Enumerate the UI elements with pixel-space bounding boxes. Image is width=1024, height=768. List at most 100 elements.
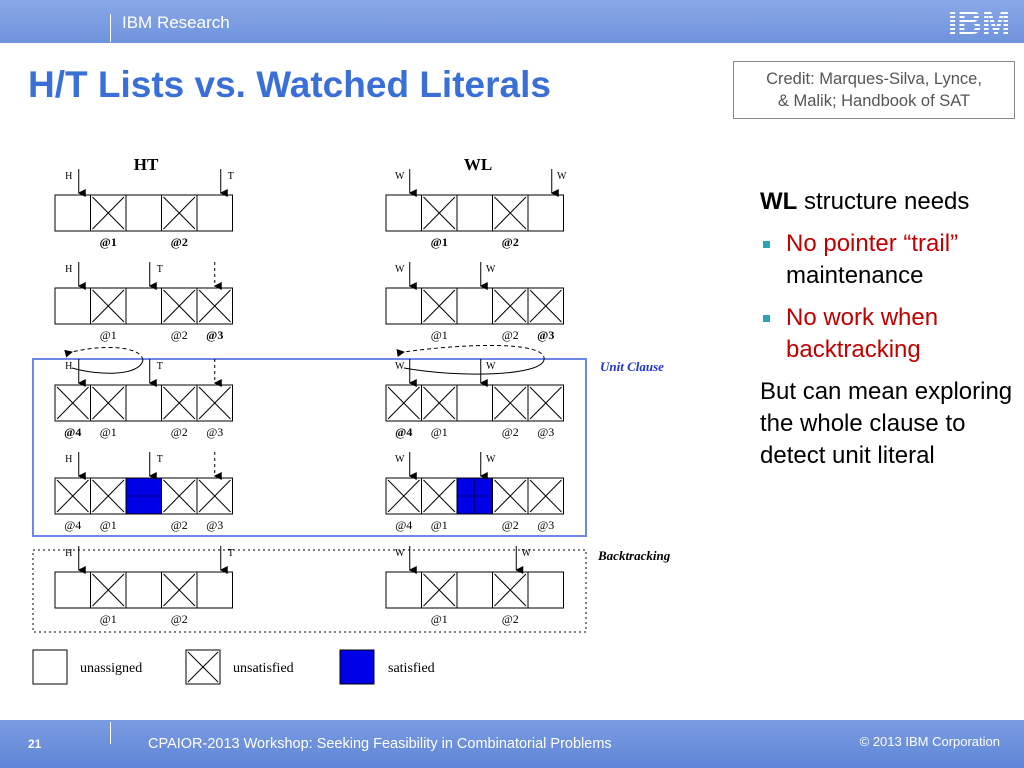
clause-cell — [385, 571, 422, 609]
cell-cross — [92, 386, 125, 420]
cell-cross — [529, 479, 562, 513]
clause-cell — [125, 571, 162, 609]
footer-text: CPAIOR-2013 Workshop: Seeking Feasibilit… — [148, 736, 612, 752]
logo-text: IBM — [948, 4, 1010, 40]
pointer-label: H — [65, 548, 72, 559]
watch-move-arrow — [396, 344, 545, 361]
pointer-label: W — [557, 171, 567, 182]
decision-level: @1 — [431, 328, 448, 342]
pointer-label: H — [65, 171, 72, 182]
decision-level: @3 — [537, 425, 554, 439]
pointer-label: H — [65, 454, 72, 465]
decision-level: @1 — [100, 612, 117, 626]
ht-title: HT — [134, 155, 159, 174]
cell-cross — [163, 289, 196, 323]
top-bar: IBM Research IBM — [0, 0, 1024, 43]
pointer-label: W — [395, 454, 405, 465]
pointer-label: H — [65, 361, 72, 372]
explore-paragraph: But can mean exploring the whole clause … — [760, 378, 1013, 469]
clause-cell — [527, 571, 564, 609]
decision-level: @1 — [431, 425, 448, 439]
pointer-label: W — [395, 264, 405, 275]
bullet-no-trail-rest: maintenance — [786, 262, 924, 289]
decision-level: @2 — [502, 425, 519, 439]
clause-cell — [527, 194, 564, 232]
wl-notes: WL structure needs No pointer “trail”mai… — [760, 186, 1020, 472]
clause-cell — [385, 287, 422, 325]
clause-cell — [456, 571, 493, 609]
decision-level: @2 — [171, 612, 188, 626]
cell-cross — [387, 386, 420, 420]
clause-cell — [196, 194, 233, 232]
cell-cross — [198, 479, 231, 513]
copyright: © 2013 IBM Corporation — [859, 734, 1000, 749]
decision-level: @2 — [171, 235, 188, 249]
clause-cell — [125, 384, 162, 422]
cell-cross — [92, 196, 125, 230]
backtracking-box — [32, 549, 587, 633]
decision-level: @2 — [502, 612, 519, 626]
cell-cross — [494, 386, 527, 420]
clause-cell — [196, 571, 233, 609]
pointer-label: W — [486, 264, 496, 275]
decision-level: @3 — [206, 518, 223, 532]
clause-cell — [54, 571, 91, 609]
pointer-label: W — [486, 454, 496, 465]
decision-level: @2 — [171, 425, 188, 439]
backtracking-label: Backtracking — [597, 548, 671, 563]
clause-cell — [456, 384, 493, 422]
decision-level: @1 — [100, 518, 117, 532]
page-number: 21 — [28, 737, 42, 751]
cell-cross — [163, 386, 196, 420]
pointer-label: W — [522, 548, 532, 559]
pointer-label: T — [157, 454, 163, 465]
decision-level: @2 — [171, 328, 188, 342]
head-move-arrow — [64, 346, 144, 361]
wl-heading-rest: structure needs — [797, 188, 970, 215]
decision-level: @3 — [206, 328, 223, 342]
clause-cell — [54, 287, 91, 325]
bullet-marker-icon — [763, 315, 770, 322]
cell-cross — [423, 196, 456, 230]
decision-level: @2 — [502, 328, 519, 342]
clause-cell — [456, 194, 493, 232]
cell-cross — [92, 573, 125, 607]
cell-cross — [163, 479, 196, 513]
decision-level: @1 — [100, 328, 117, 342]
pointer-label: W — [395, 171, 405, 182]
header-separator — [110, 14, 111, 42]
decision-level: @1 — [431, 235, 448, 249]
credit-box: Credit: Marques-Silva, Lynce, & Malik; H… — [733, 61, 1015, 119]
decision-level: @4 — [64, 518, 81, 532]
decision-level: @4 — [395, 425, 412, 439]
credit-line-2: & Malik; Handbook of SAT — [777, 92, 971, 110]
cell-cross — [423, 386, 456, 420]
cell-cross — [92, 479, 125, 513]
unit-clause-box — [32, 358, 587, 537]
clause-cell — [456, 287, 493, 325]
decision-level: @4 — [395, 518, 412, 532]
watch-move-curve — [403, 359, 545, 375]
slide-title: H/T Lists vs. Watched Literals — [28, 64, 551, 105]
cell-cross — [163, 196, 196, 230]
cell-cross — [529, 289, 562, 323]
org-name: IBM Research — [122, 13, 230, 32]
pointer-label: H — [65, 264, 72, 275]
pointer-label: T — [228, 171, 234, 182]
legend-unsatisfied: unsatisfied — [233, 661, 294, 676]
cell-cross — [494, 289, 527, 323]
decision-level: @1 — [100, 425, 117, 439]
credit-line-1: Credit: Marques-Silva, Lynce, — [766, 70, 982, 88]
bullet-no-work: No work when backtracking — [760, 302, 1020, 366]
bullet-no-trail-red: No pointer “trail” — [786, 230, 959, 257]
cell-cross — [92, 289, 125, 323]
cell-cross — [423, 573, 456, 607]
cell-cross — [494, 196, 527, 230]
clause-cell — [125, 194, 162, 232]
cell-cross — [423, 289, 456, 323]
decision-level: @4 — [64, 425, 81, 439]
bottom-bar: 21 CPAIOR-2013 Workshop: Seeking Feasibi… — [0, 720, 1024, 768]
cell-cross — [198, 289, 231, 323]
decision-level: @2 — [171, 518, 188, 532]
footer-separator — [110, 722, 111, 744]
